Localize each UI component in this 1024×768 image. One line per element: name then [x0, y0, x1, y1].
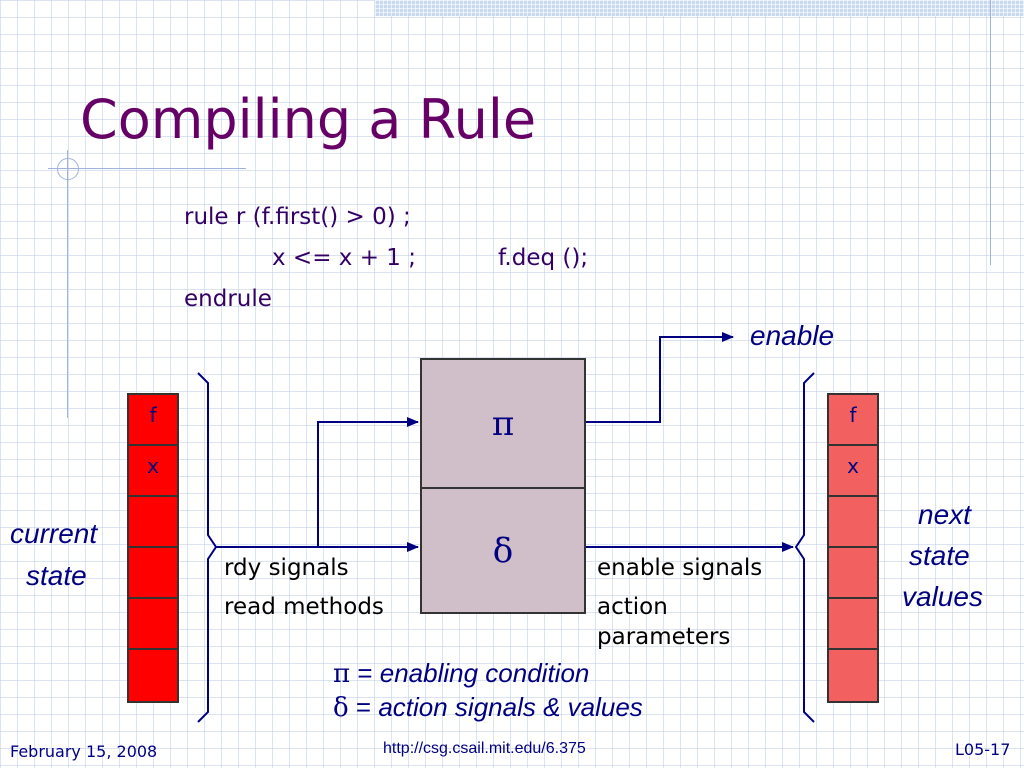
- code-line-assign: x <= x + 1 ;: [272, 245, 416, 271]
- state-cell: [129, 650, 177, 701]
- arrow-to-pi: [317, 417, 419, 547]
- header-band: [375, 0, 1024, 16]
- parameters-label: parameters: [597, 624, 731, 650]
- arrow-enable: [586, 332, 734, 423]
- footer-slide-id: L05-17: [955, 740, 1011, 759]
- enable-signals-label: enable signals: [597, 555, 763, 581]
- pi-symbol: π: [491, 403, 515, 444]
- next-state-label-2: state: [909, 540, 970, 571]
- next-cell: [829, 497, 877, 548]
- legend-equals: =: [357, 658, 373, 688]
- decor-horizontal-line: [48, 168, 246, 169]
- next-cell-f: f: [829, 395, 877, 446]
- state-cell: [129, 599, 177, 650]
- current-state-label-1: current: [10, 518, 98, 549]
- decor-vertical-line-right: [990, 0, 991, 265]
- next-state-label-1: next: [918, 499, 971, 530]
- legend-pi: π = enabling condition: [333, 658, 589, 689]
- legend-delta-text: action signals & values: [378, 692, 643, 722]
- decor-circle: [57, 158, 79, 180]
- right-bracket: [794, 372, 815, 723]
- state-cell: [129, 497, 177, 548]
- legend-equals: =: [355, 692, 372, 722]
- enable-label: enable: [750, 320, 835, 351]
- rdy-signals-label: rdy signals: [224, 555, 349, 581]
- footer-date: February 15, 2008: [10, 742, 158, 761]
- action-label: action: [597, 594, 668, 620]
- next-state-label-3: values: [902, 581, 983, 612]
- current-state-label-2: state: [26, 560, 87, 591]
- pi-box: π: [420, 358, 586, 489]
- state-cell-f: f: [129, 395, 177, 446]
- next-cell: [829, 650, 877, 701]
- state-cell-x: x: [129, 446, 177, 497]
- left-bracket: [197, 372, 218, 723]
- decor-vertical-line-left: [67, 150, 68, 418]
- next-cell-x: x: [829, 446, 877, 497]
- delta-symbol: δ: [492, 530, 514, 571]
- state-cell: [129, 548, 177, 599]
- next-cell: [829, 548, 877, 599]
- code-line-endrule: endrule: [184, 286, 272, 312]
- delta-box: δ: [420, 487, 586, 614]
- legend-delta-symbol: δ: [333, 693, 349, 723]
- next-cell: [829, 599, 877, 650]
- legend-delta: δ = action signals & values: [333, 692, 643, 723]
- footer-url[interactable]: http://csg.csail.mit.edu/6.375: [383, 740, 586, 757]
- current-state-stack: f x: [127, 393, 179, 703]
- slide-title: Compiling a Rule: [80, 88, 537, 151]
- code-line-deq: f.deq ();: [498, 245, 589, 271]
- legend-pi-symbol: π: [333, 659, 351, 689]
- code-line-rule: rule r (f.first() > 0) ;: [184, 204, 411, 230]
- read-methods-label: read methods: [224, 594, 384, 620]
- next-state-stack: f x: [827, 393, 879, 703]
- legend-pi-text: enabling condition: [379, 658, 590, 688]
